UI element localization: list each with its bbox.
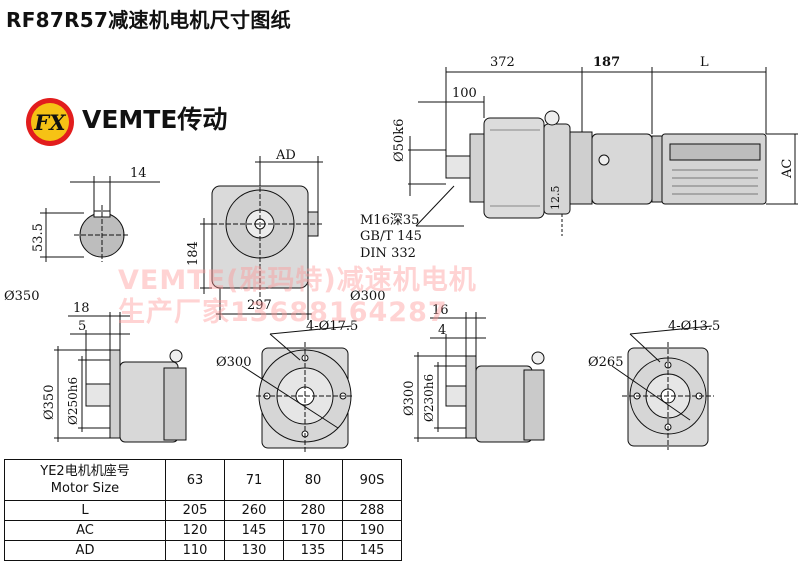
- dim-100: 100: [452, 86, 477, 101]
- table-row: L 205 260 280 288: [4, 500, 402, 521]
- center-hole-thread: M16深35: [360, 213, 419, 228]
- brand-name: VEMTE传动: [82, 105, 228, 134]
- table-cell: 130: [224, 540, 284, 561]
- row-label: L: [4, 500, 166, 521]
- table-header-label: YE2电机机座号 Motor Size: [4, 459, 166, 501]
- dim-372: 372: [490, 55, 515, 70]
- row-label: AC: [4, 520, 166, 541]
- table-cell: 170: [283, 520, 343, 541]
- label-flange-300: Ø300: [350, 289, 385, 304]
- flange-350-front-view: [256, 342, 354, 452]
- dim-f2-4: 4: [438, 323, 446, 338]
- svg-text:FX: FX: [33, 110, 66, 135]
- column-header: 90S: [342, 459, 402, 501]
- dim-f2-300: Ø300: [402, 381, 417, 416]
- table-cell: 110: [165, 540, 225, 561]
- header-cn: YE2电机机座号: [40, 464, 130, 479]
- dim-ad: AD: [275, 148, 296, 163]
- table-cell: 145: [224, 520, 284, 541]
- row-label: AD: [4, 540, 166, 561]
- dim-f1-350: Ø350: [42, 385, 57, 420]
- flange-300-front-view: [622, 342, 714, 450]
- table-cell: 280: [283, 500, 343, 521]
- vemte-logo-icon: FX: [26, 98, 74, 146]
- table-cell: 190: [342, 520, 402, 541]
- column-header: 71: [224, 459, 284, 501]
- header-en: Motor Size: [50, 481, 120, 496]
- flange-350-side-view: [85, 349, 187, 443]
- dim-key-14: 14: [130, 166, 147, 181]
- dim-l: L: [700, 55, 709, 70]
- logo: FX VEMTE传动: [24, 96, 264, 152]
- dim-f2-pcd: Ø265: [588, 355, 623, 370]
- table-cell: 120: [165, 520, 225, 541]
- watermark-line-2: 生产厂家13688164287: [118, 297, 448, 328]
- column-header: 80: [283, 459, 343, 501]
- center-hole-gbt: GB/T 145: [360, 229, 422, 244]
- dim-ac: AC: [780, 159, 795, 179]
- center-hole-din: DIN 332: [360, 246, 416, 261]
- dim-f2-16: 16: [432, 303, 449, 318]
- watermark-line-1: VEMTE(雅玛特)减速机电机: [118, 265, 477, 296]
- dim-f2-230: Ø230h6: [422, 374, 436, 422]
- gearbox-end-view: [211, 180, 322, 300]
- motor-size-table: YE2电机机座号 Motor Size 63 71 80 90S L 205 2…: [4, 459, 402, 561]
- dim-12-5: 12.5: [549, 186, 562, 211]
- dim-shaft-dia: Ø50k6: [392, 119, 407, 162]
- label-flange-350: Ø350: [4, 289, 39, 304]
- dim-f2-holes: 4-Ø13.5: [668, 319, 720, 334]
- dim-297: 297: [247, 298, 272, 313]
- table-cell: 288: [342, 500, 402, 521]
- dim-f1-18: 18: [73, 301, 90, 316]
- dim-f1-holes: 4-Ø17.5: [306, 319, 358, 334]
- page-title: RF87R57减速机电机尺寸图纸: [6, 8, 291, 32]
- dim-187: 187: [593, 55, 620, 70]
- table-header-row: YE2电机机座号 Motor Size 63 71 80 90S: [4, 459, 402, 501]
- table-row: AC 120 145 170 190: [4, 520, 402, 541]
- dim-184: 184: [186, 241, 201, 266]
- table-cell: 145: [342, 540, 402, 561]
- column-header: 63: [165, 459, 225, 501]
- table-cell: 135: [283, 540, 343, 561]
- dim-f1-250: Ø250h6: [66, 377, 80, 425]
- dim-f1-pcd: Ø300: [216, 355, 251, 370]
- shaft-key-section: [74, 205, 130, 262]
- table-cell: 260: [224, 500, 284, 521]
- gearmotor-side-view: [445, 110, 767, 219]
- dim-key-53-5: 53.5: [31, 223, 46, 252]
- dim-f1-5: 5: [78, 319, 86, 334]
- table-cell: 205: [165, 500, 225, 521]
- flange-300-side-view: [445, 351, 545, 443]
- table-row: AD 110 130 135 145: [4, 540, 402, 561]
